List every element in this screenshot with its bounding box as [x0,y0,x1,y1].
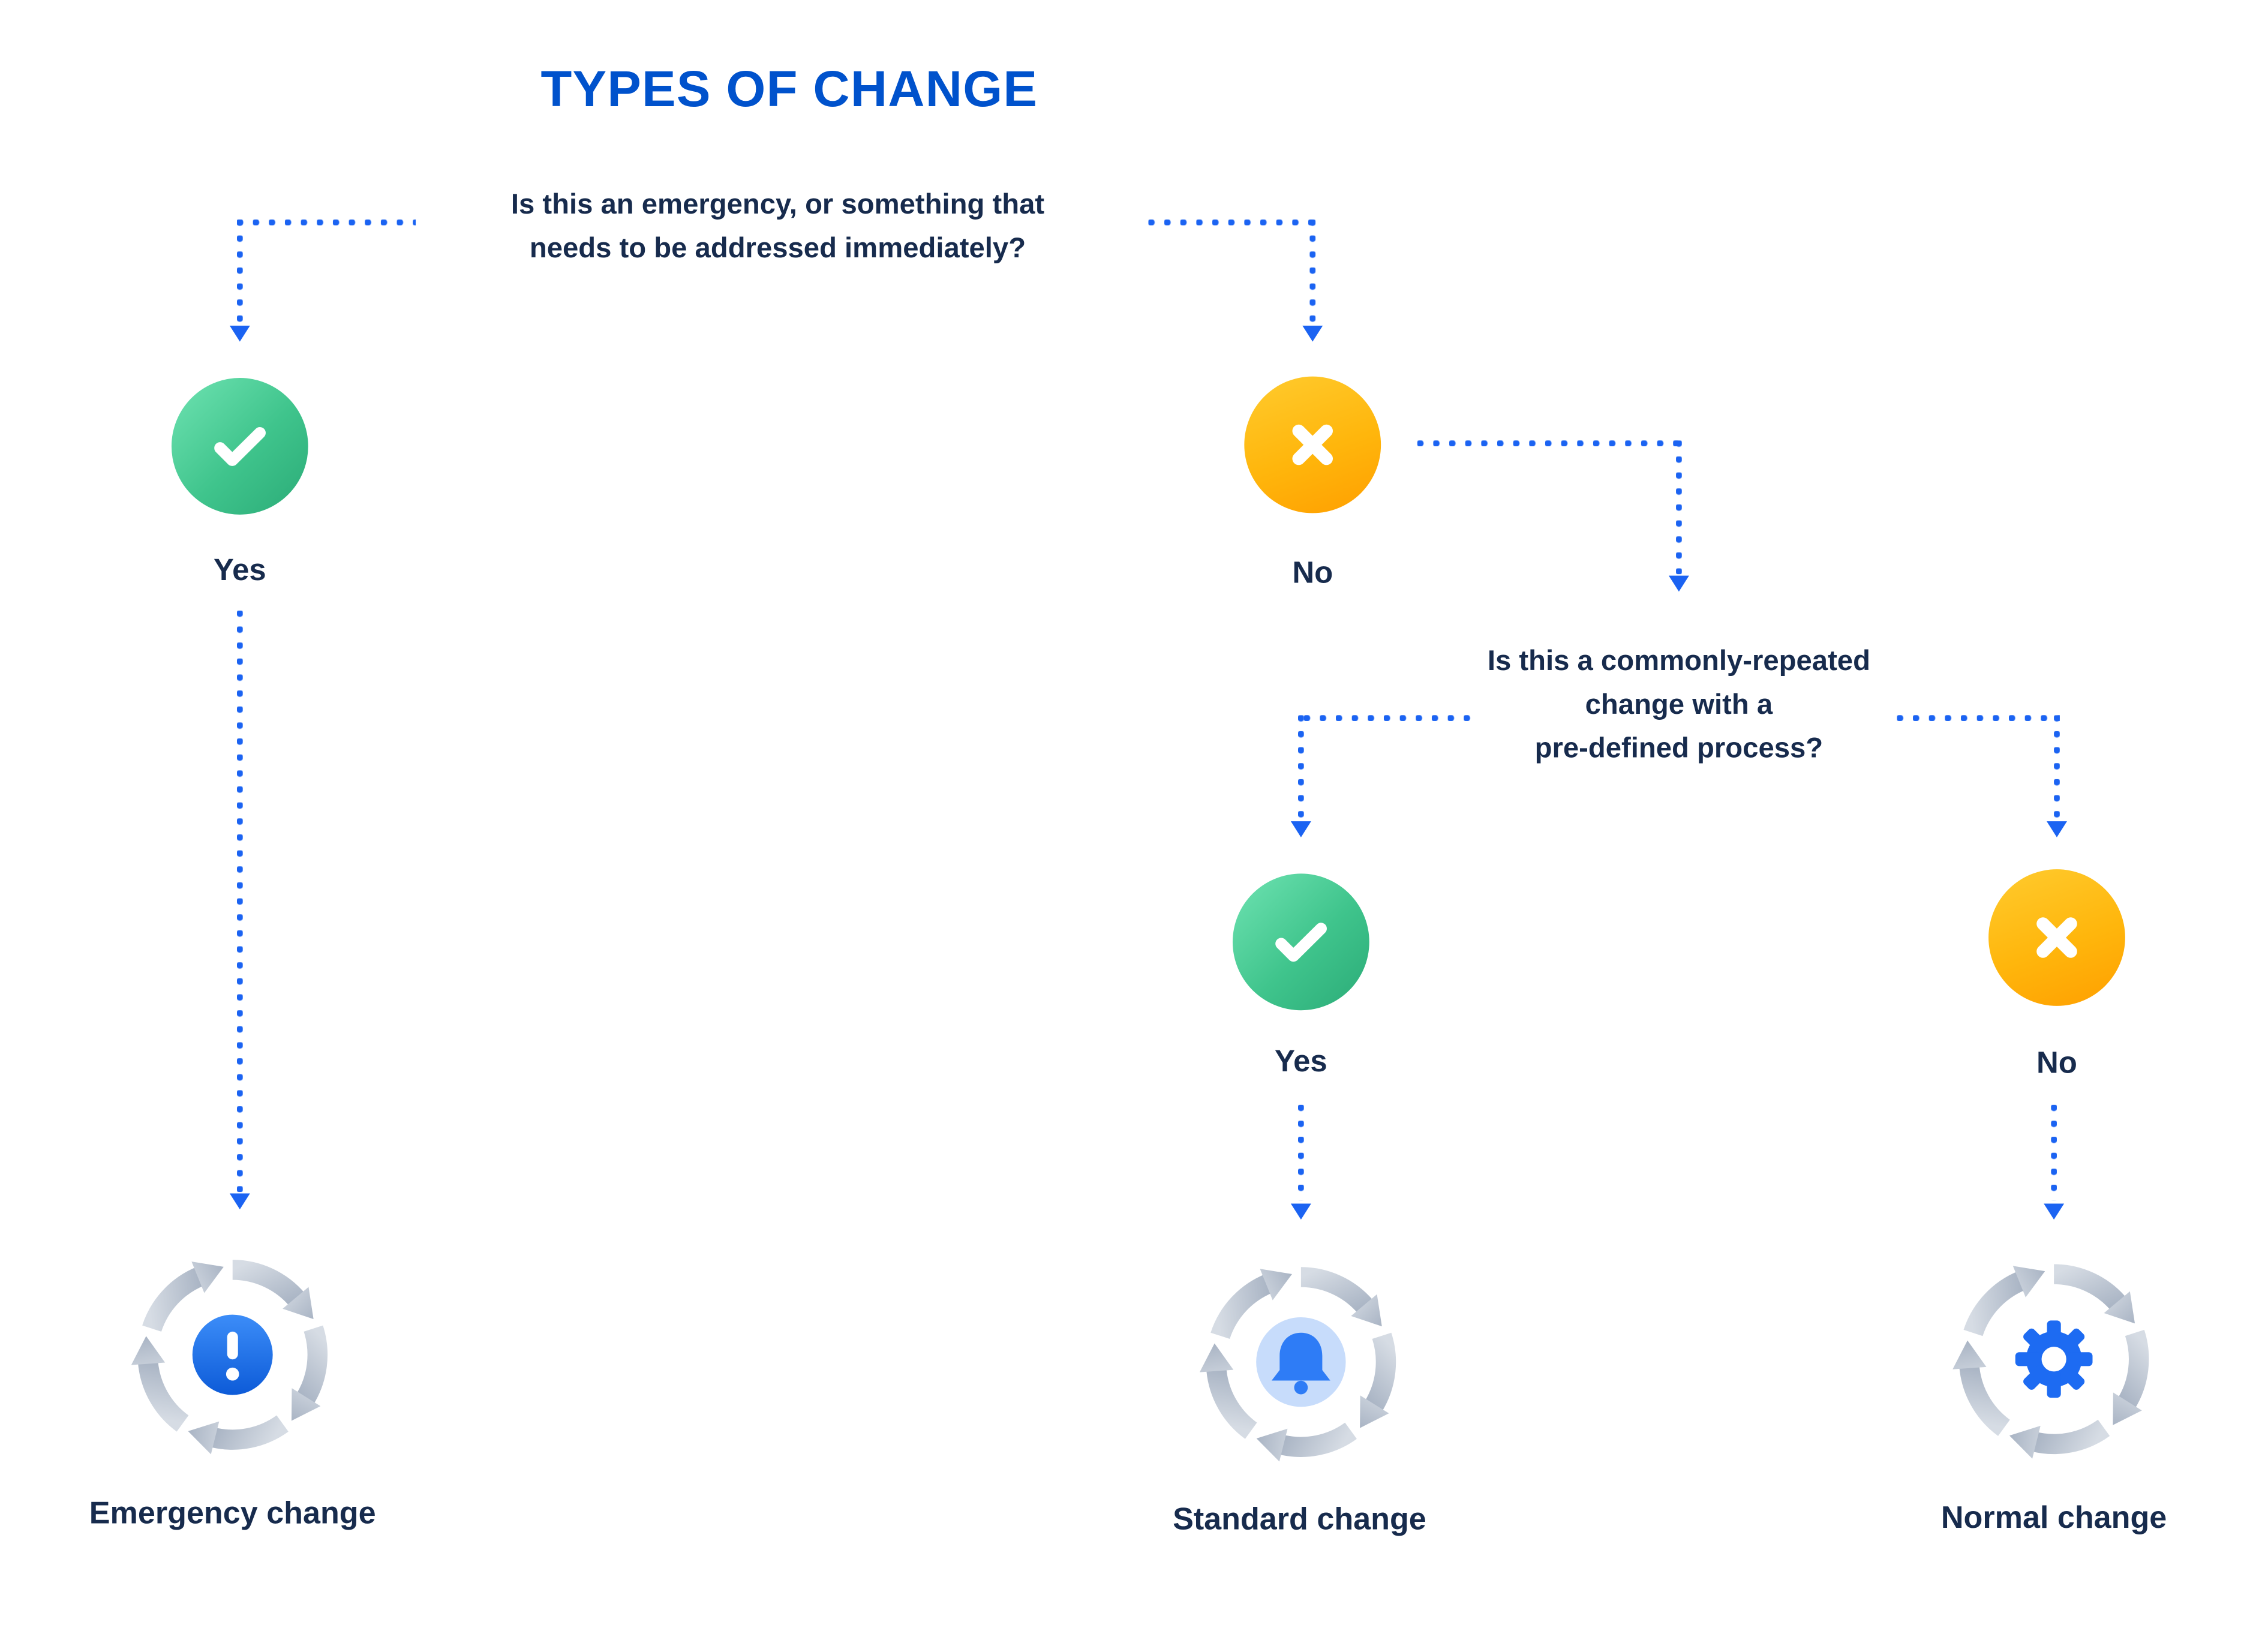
page-title: TYPES OF CHANGE [540,61,1038,118]
q2-yes-label: Yes [1274,1045,1327,1079]
q1-yes-label: Yes [213,554,266,588]
connector-q2-no-vertical [2054,715,2060,820]
q2-yes-badge [1232,873,1369,1011]
q2-no-label: No [2036,1046,2077,1080]
arrowhead-down-icon [229,1193,250,1210]
connector-no-q2-vertical [1676,440,1682,575]
q1-yes-badge [171,378,308,515]
question-1-line-1: Is this an emergency, or something that [510,189,1045,221]
connector-no-normal-vertical [2051,1104,2057,1201]
gear-cycle-icon [1930,1236,2177,1483]
x-icon [2036,917,2077,958]
q1-no-label: No [1292,557,1333,590]
connector-q1-yes-horizontal [236,219,416,226]
question-2: Is this a commonly-repeated change with … [1337,639,2020,770]
question-2-line-1: Is this a commonly-repeated [1487,645,1870,678]
question-1-line-2: needs to be addressed immediately? [529,232,1026,265]
x-icon [1292,424,1333,465]
question-1: Is this an emergency, or something that … [436,183,1119,270]
arrowhead-down-icon [2045,821,2066,837]
connector-q2-no-horizontal [1897,715,2060,721]
arrowhead-down-icon [1668,575,1689,592]
arrowhead-down-icon [1302,325,1322,342]
exclamation-cycle-icon [109,1231,356,1479]
connector-no-q2-horizontal [1417,440,1679,446]
outcome-normal-label: Normal change [1940,1500,2167,1536]
question-2-line-3: pre-defined process? [1534,732,1824,765]
connector-q1-no-vertical [1309,219,1316,325]
connector-q1-yes-vertical [236,219,243,325]
connector-q2-yes-horizontal [1303,715,1471,721]
connector-yes-emergency-vertical [236,610,243,1193]
arrowhead-down-icon [229,325,250,342]
q1-no-badge [1244,376,1381,513]
connector-q1-no-horizontal [1148,219,1316,226]
connector-yes-standard-vertical [1298,1104,1304,1201]
arrowhead-down-icon [2042,1203,2063,1220]
connector-q2-yes-vertical [1298,715,1304,820]
q2-no-badge [1988,869,2125,1006]
outcome-standard-label: Standard change [1173,1501,1426,1537]
check-icon [1275,923,1327,962]
check-icon [214,426,266,466]
arrowhead-down-icon [1290,1203,1311,1220]
question-2-line-2: change with a [1585,689,1773,721]
bell-cycle-icon [1177,1239,1425,1486]
arrowhead-down-icon [1290,821,1311,837]
outcome-emergency-label: Emergency change [89,1495,376,1531]
